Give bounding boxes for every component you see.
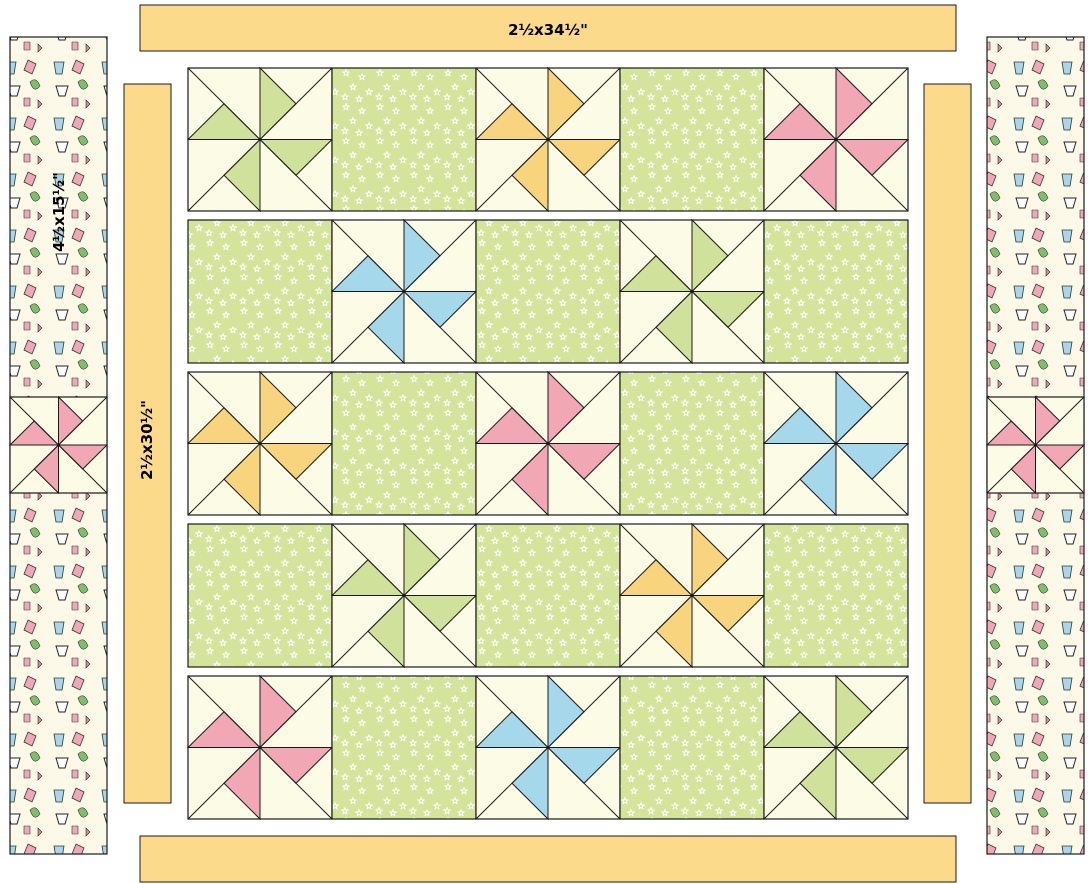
star-fabric-square <box>764 524 908 667</box>
pinwheel-block-green <box>188 68 332 211</box>
top-strip-label: 2½x34½" <box>508 21 588 39</box>
star-fabric-square <box>332 68 476 211</box>
star-fabric-square <box>476 220 620 363</box>
star-fabric-square <box>620 68 764 211</box>
left-print-border <box>10 37 107 854</box>
pinwheel-block-pink <box>764 68 908 211</box>
pinwheel-block-blue <box>764 372 908 515</box>
pinwheel-block-pink <box>188 676 332 819</box>
star-fabric-square <box>332 372 476 515</box>
pinwheel-block-blue <box>332 220 476 363</box>
pinwheel-block-yellow <box>476 68 620 211</box>
star-fabric-square <box>620 372 764 515</box>
pinwheel-block-green <box>764 676 908 819</box>
border-pinwheel-block <box>10 397 107 493</box>
right-sashing-strip <box>924 84 971 803</box>
star-fabric-square <box>188 220 332 363</box>
border-strip-label: 4½x15½" <box>50 172 68 252</box>
star-fabric-square <box>476 524 620 667</box>
pinwheel-block-yellow <box>620 524 764 667</box>
star-fabric-square <box>764 220 908 363</box>
block-grid <box>188 68 908 819</box>
pinwheel-block-green <box>332 524 476 667</box>
pinwheel-block-green <box>620 220 764 363</box>
star-fabric-square <box>188 524 332 667</box>
pinwheel-block-pink <box>476 372 620 515</box>
border-pinwheel-block <box>987 397 1084 493</box>
star-fabric-square <box>332 676 476 819</box>
pinwheel-block-yellow <box>188 372 332 515</box>
right-print-border <box>987 37 1084 854</box>
pinwheel-block-blue <box>476 676 620 819</box>
star-fabric-square <box>620 676 764 819</box>
side-strip-label: 2½x30½" <box>138 400 156 480</box>
bottom-sashing-strip <box>140 836 956 882</box>
